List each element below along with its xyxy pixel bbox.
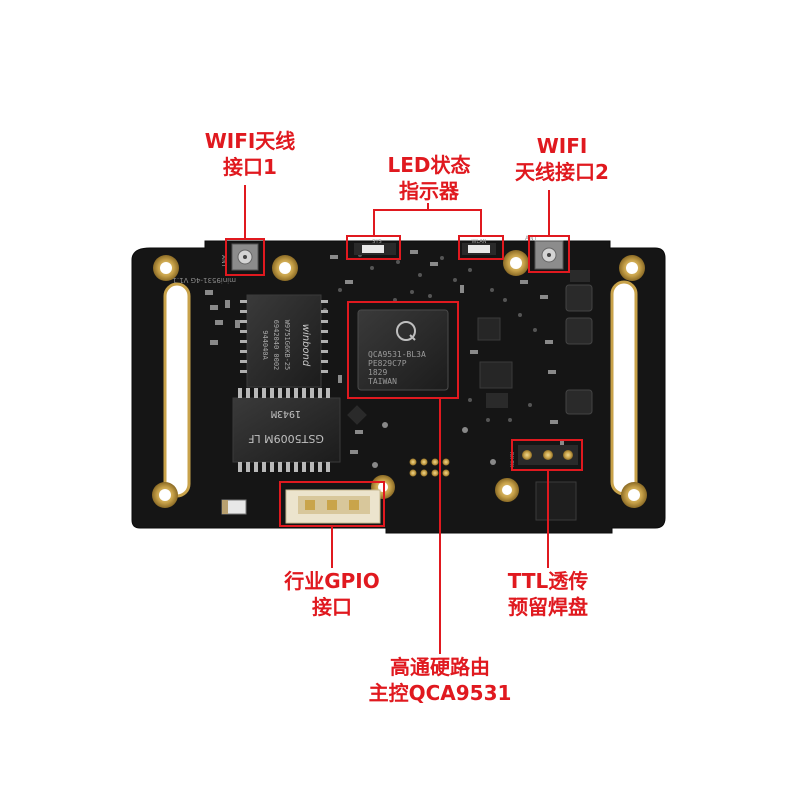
right-slot (610, 280, 638, 496)
label-ttl-line1: TTL透传 (507, 569, 589, 593)
label-cpu-line2: 主控QCA9531 (368, 681, 512, 705)
flash-pins (240, 300, 328, 373)
highlight-cpu (347, 301, 459, 399)
qualcomm-logo-tail (409, 334, 416, 341)
small-ic (347, 405, 367, 425)
label-wifi-antenna-2: WIFI 天线接口2 (497, 133, 627, 185)
label-led-indicator: LED状态 指示器 (364, 152, 494, 204)
small-ic (479, 361, 513, 389)
mount-hole (272, 255, 298, 281)
mount-hole (503, 250, 529, 276)
left-slot (163, 282, 191, 498)
capacitor-band (222, 500, 228, 514)
led-silk-wlan: WLAN (471, 239, 486, 245)
inductor (565, 317, 593, 345)
inductor (565, 284, 593, 312)
label-wifi2-line2: 天线接口2 (515, 160, 609, 184)
flash-line2-text: 6942040 0002 (272, 320, 280, 371)
leader-lines (244, 185, 550, 654)
transformer-chip (232, 397, 341, 463)
label-ttl-pads: TTL透传 预留焊盘 (488, 568, 608, 620)
ant2-silk: ANT (525, 235, 538, 242)
led-wlan (462, 243, 496, 255)
bottom-ic (535, 481, 577, 521)
antenna-connector-2 (534, 240, 564, 270)
transformer-bottom-text: GST5009M LF (248, 432, 324, 445)
label-led-line2: 指示器 (399, 179, 459, 203)
transformer-pins (238, 388, 330, 472)
inductor (565, 389, 593, 415)
cpu-line4-text: TAIWAN (368, 377, 397, 386)
cpu-chip (357, 309, 449, 391)
label-ttl-line2: 预留焊盘 (508, 595, 588, 619)
label-wifi1-line1: WIFI天线 (204, 129, 296, 153)
label-wifi-antenna-1: WIFI天线 接口1 (195, 128, 305, 180)
transformer-top-text: 1943M (271, 408, 301, 419)
mount-hole (619, 255, 645, 281)
antenna-connector-1 (231, 243, 259, 271)
test-pads (409, 458, 450, 477)
ant1-silk: ANT (220, 255, 227, 268)
mount-hole (153, 255, 179, 281)
small-ic (486, 393, 508, 408)
label-cpu-line1: 高通硬路由 (390, 655, 490, 679)
led-silk-sys: SYS (372, 239, 381, 245)
label-led-line1: LED状态 (387, 153, 471, 177)
small-ic (570, 270, 590, 282)
flash-chip (246, 294, 322, 388)
mount-hole (621, 482, 647, 508)
ttl-pads (518, 445, 578, 465)
cpu-line2-text: PE829C7P (368, 359, 407, 368)
led-sys (354, 243, 396, 255)
label-wifi1-line2: 接口1 (223, 155, 277, 179)
label-wifi2-line1: WIFI (536, 134, 588, 158)
flash-line1-text: W9751G6KB-25 (283, 320, 291, 371)
label-qualcomm-cpu: 高通硬路由 主控QCA9531 (360, 654, 520, 706)
board-silk-text: mini9531-4G V1.1 (172, 276, 236, 284)
mount-hole (152, 482, 178, 508)
vias (316, 253, 537, 468)
label-gpio-interface: 行业GPIO 接口 (262, 568, 402, 620)
mount-hole (495, 478, 519, 502)
label-gpio-line2: 接口 (312, 595, 352, 619)
qualcomm-logo (396, 321, 416, 341)
small-ic (477, 317, 501, 341)
label-gpio-line1: 行业GPIO (284, 569, 380, 593)
flash-brand-text: winbond (300, 324, 311, 367)
cpu-line1-text: QCA9531-BL3A (368, 350, 426, 359)
flash-line3-text: 944040A (261, 330, 269, 360)
cpu-line3-text: 1829 (368, 368, 387, 377)
gpio-connector (285, 489, 381, 524)
